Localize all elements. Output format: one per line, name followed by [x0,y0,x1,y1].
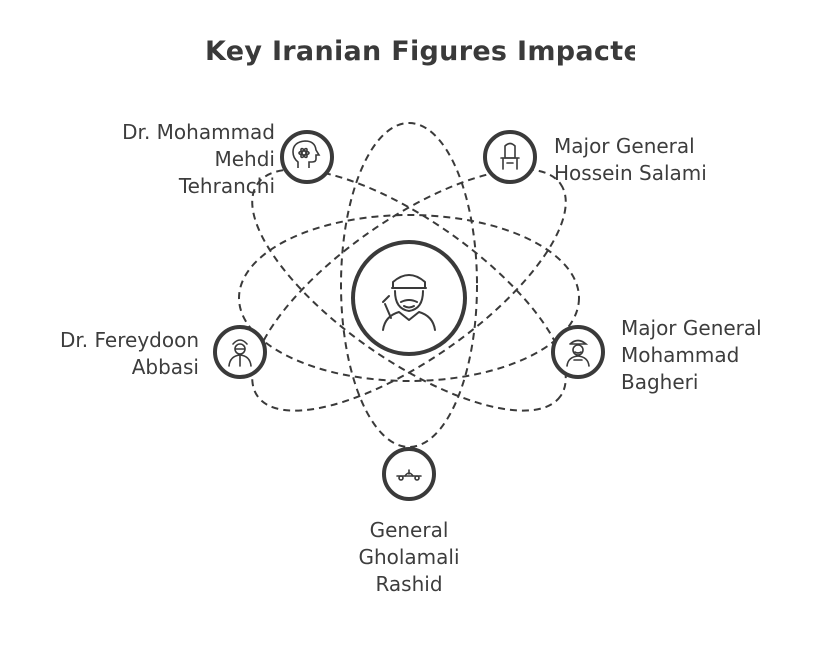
guard-chair-icon [500,142,520,170]
node-bagheri [551,325,605,379]
label-tehranchi: Dr. Mohammad Mehdi Tehranchi [122,120,275,198]
node-salami [483,130,537,184]
label-rashid: General Gholamali Rashid [358,518,460,596]
label-bagheri: Major General Mohammad Bagheri [621,316,762,394]
node-tehranchi [280,130,334,184]
orbit-diag-1 [251,168,567,412]
atom-head-icon [292,140,321,168]
scientist-icon [228,339,252,367]
node-abbasi [213,325,267,379]
orbit-paths [238,122,580,448]
saluting-officer-icon [382,274,436,331]
officer-icon [566,339,590,367]
label-abbasi: Dr. Fereydoon Abbasi [60,328,199,379]
aircraft-icon [396,469,422,481]
orbit-vertical [340,122,478,448]
diagram-title: Key Iranian Figures Impacted [205,36,635,67]
center-node [351,240,467,356]
node-rashid [382,447,436,501]
orbit-diag-2 [251,168,567,412]
orbit-horizontal [238,214,580,382]
label-salami: Major General Hossein Salami [554,134,707,185]
